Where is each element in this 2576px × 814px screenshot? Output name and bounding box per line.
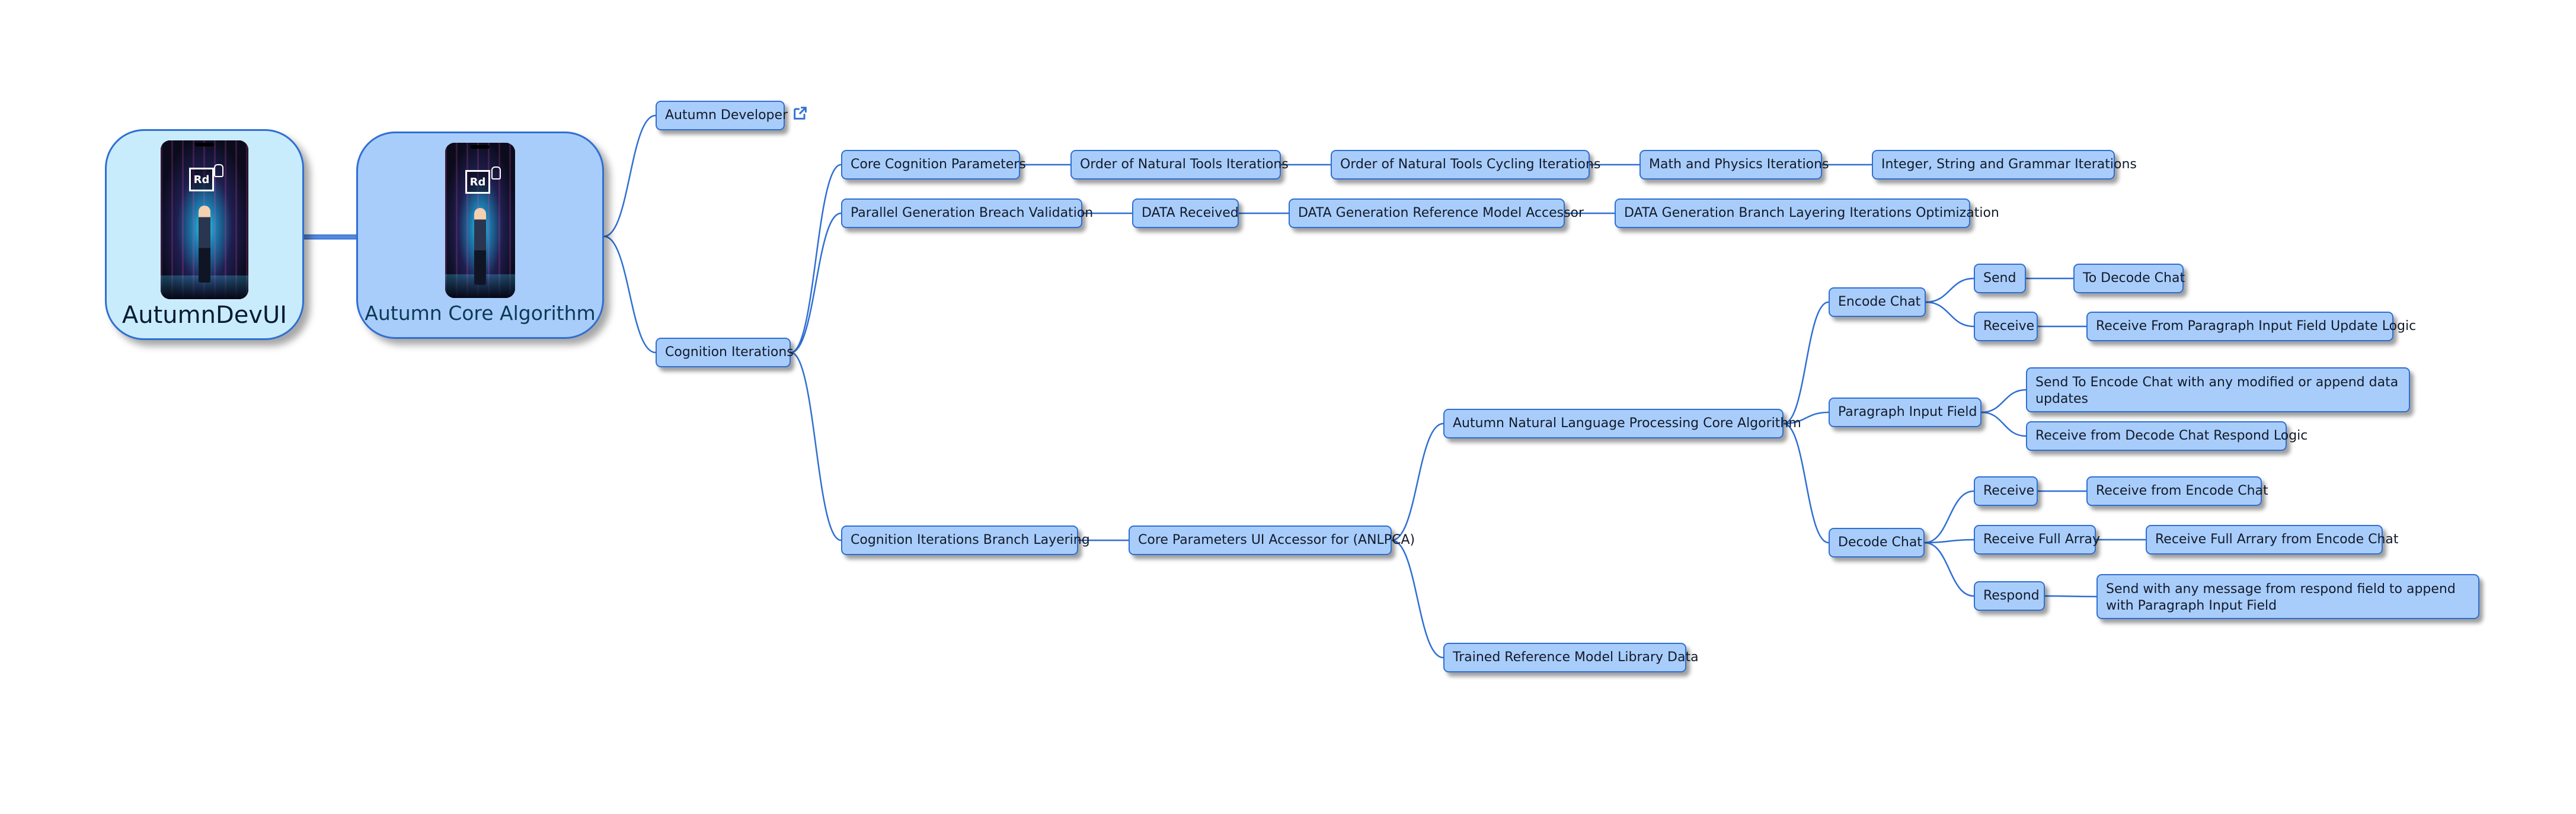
node-send-to-encode-chat[interactable]: Send To Encode Chat with any modified or… [2026, 367, 2410, 412]
app-screenshot-image: Rd [161, 140, 248, 299]
connector-line [1981, 389, 2027, 414]
connector-line [1925, 277, 1974, 303]
node-receive-from-decode-chat[interactable]: Receive from Decode Chat Respond Logic [2026, 421, 2307, 451]
badge-icon [491, 166, 501, 180]
node-send-with-message[interactable]: Send with any message from respond field… [2096, 574, 2479, 619]
person-figure [474, 208, 486, 285]
node-cognition-iterations-branch-layering[interactable]: Cognition Iterations Branch Layering [841, 525, 1090, 555]
node-integer-string-grammar[interactable]: Integer, String and Grammar Iterations [1872, 150, 2137, 180]
node-receive-from-encode-chat[interactable]: Receive from Encode Chat [2086, 476, 2268, 506]
node-receive-from-paragraph[interactable]: Receive From Paragraph Input Field Updat… [2086, 312, 2416, 341]
node-decode-chat[interactable]: Decode Chat [1829, 528, 1925, 557]
app-screenshot-image: Rd [445, 143, 515, 298]
root-label: Autumn Core Algorithm [365, 302, 596, 325]
node-receive-full-arrary-from-encode[interactable]: Receive Full Arrary from Encode Chat [2146, 525, 2399, 555]
node-receive-full-array[interactable]: Receive Full Array [1974, 525, 2100, 555]
connector-line [2044, 595, 2097, 598]
node-data-received[interactable]: DATA Received [1132, 198, 1239, 228]
connector-line [1924, 490, 1974, 544]
node-core-parameters-ui-accessor[interactable]: Core Parameters UI Accessor for (ANLPCA) [1129, 525, 1415, 555]
node-encode-send[interactable]: Send [1974, 264, 2026, 293]
node-to-decode-chat[interactable]: To Decode Chat [2073, 264, 2185, 293]
app-logo: Rd [189, 168, 214, 191]
root-autumn-dev-ui[interactable]: Rd AutumnDevUI [105, 129, 304, 340]
node-respond[interactable]: Respond [1974, 581, 2045, 611]
connector-line [1391, 539, 1444, 659]
badge-icon [214, 164, 223, 177]
root-label: AutumnDevUI [122, 302, 287, 329]
connector-line [790, 351, 842, 541]
node-paragraph-input-field[interactable]: Paragraph Input Field [1829, 398, 1981, 427]
connector-line [1783, 422, 1829, 544]
node-cognition-iterations[interactable]: Cognition Iterations [656, 338, 794, 367]
app-logo: Rd [465, 170, 490, 194]
person-figure [199, 206, 210, 283]
node-order-natural-tools-cycling[interactable]: Order of Natural Tools Cycling Iteration… [1331, 150, 1600, 180]
connector-line [1924, 541, 1974, 597]
node-decode-receive[interactable]: Receive [1974, 476, 2038, 506]
connector-line [1391, 422, 1444, 541]
connector-line [1783, 301, 1829, 425]
node-parallel-generation-breach-validation[interactable]: Parallel Generation Breach Validation [841, 198, 1093, 228]
connector-line [603, 235, 656, 354]
node-encode-chat[interactable]: Encode Chat [1829, 287, 1926, 317]
node-data-generation-reference[interactable]: DATA Generation Reference Model Accessor [1289, 198, 1584, 228]
external-link-icon[interactable] [792, 105, 808, 121]
node-trained-reference-model[interactable]: Trained Reference Model Library Data [1443, 643, 1699, 672]
node-anlpca[interactable]: Autumn Natural Language Processing Core … [1443, 409, 1801, 438]
connector-line [1783, 411, 1829, 425]
node-data-generation-branch[interactable]: DATA Generation Branch Layering Iteratio… [1615, 198, 1999, 228]
root-autumn-core-algorithm[interactable]: Rd Autumn Core Algorithm [356, 132, 604, 339]
node-autumn-developer[interactable]: Autumn Developer [656, 101, 788, 130]
connector-line [1924, 539, 1974, 544]
connector-line [790, 164, 842, 354]
node-math-physics-iterations[interactable]: Math and Physics Iterations [1639, 150, 1829, 180]
node-order-natural-tools-iterations[interactable]: Order of Natural Tools Iterations [1070, 150, 1289, 180]
connector-line [790, 212, 842, 354]
connector-line [1925, 301, 1974, 328]
connector-line [603, 114, 656, 238]
connector-line [1981, 411, 2027, 437]
node-core-cognition-parameters[interactable]: Core Cognition Parameters [841, 150, 1026, 180]
node-encode-receive[interactable]: Receive [1974, 312, 2038, 341]
